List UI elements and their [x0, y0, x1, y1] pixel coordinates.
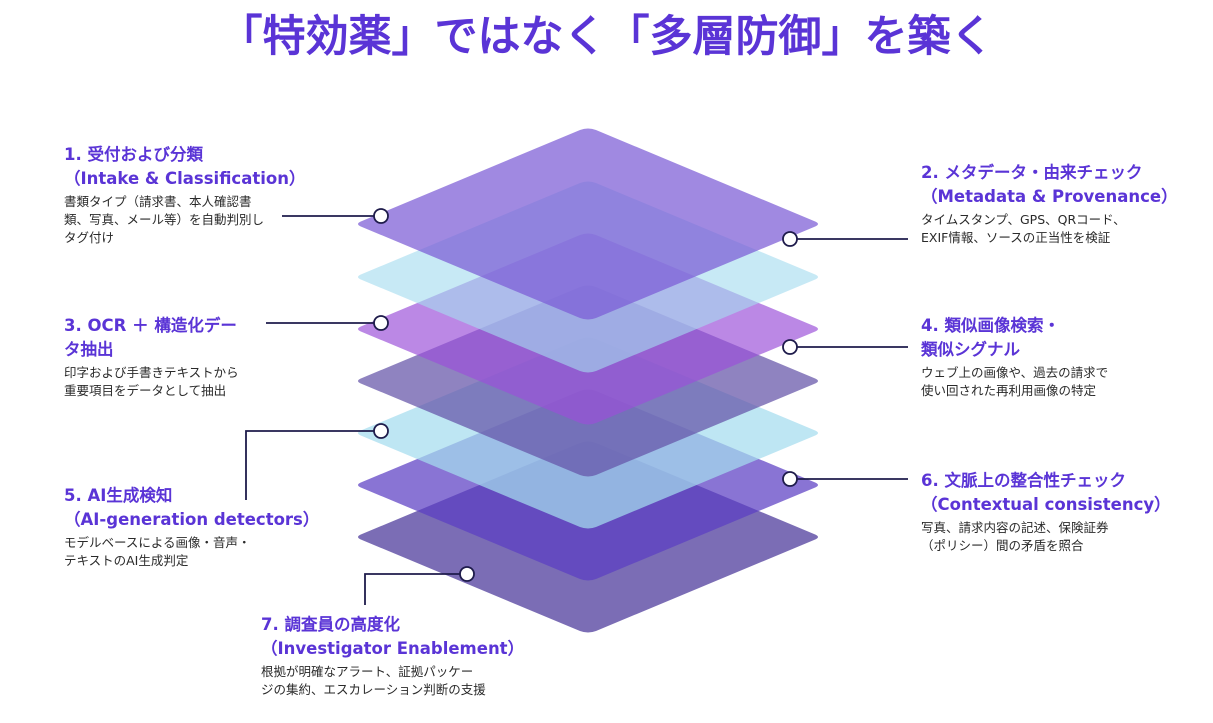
connector-6-dot	[782, 471, 798, 487]
layer-5-description: モデルベースによる画像・音声・ テキストのAI生成判定	[64, 534, 319, 570]
page-title: 「特効薬」ではなく「多層防御」を築く	[219, 12, 994, 62]
layer-2-description: タイムスタンプ、GPS、QRコード、 EXIF情報、ソースの正当性を検証	[921, 211, 1178, 247]
layer-5-desc-line-2: テキストのAI生成判定	[64, 553, 189, 568]
layer-6-heading: 6. 文脈上の整合性チェック	[921, 471, 1126, 490]
layer-5-desc-line-1: モデルベースによる画像・音声・	[64, 535, 251, 550]
layers-group	[358, 128, 818, 633]
layer-3-description: 印字および手書きテキストから 重要項目をデータとして抽出	[64, 364, 239, 400]
connector-5-line	[245, 430, 381, 500]
layer-1-heading: 1. 受付および分類	[64, 145, 203, 164]
layer-4-heading: 4. 類似画像検索・	[921, 316, 1060, 335]
layer-1-desc-line-3: タグ付け	[64, 230, 115, 245]
layer-3-subheading: タ抽出	[64, 340, 114, 359]
layer-7-desc-line-1: 根拠が明確なアラート、証拠パッケー	[261, 664, 474, 679]
layer-2-desc-line-1: タイムスタンプ、GPS、QRコード、	[921, 212, 1126, 227]
layer-3-desc-line-1: 印字および手書きテキストから	[64, 365, 239, 380]
layer-2-subheading: （Metadata & Provenance）	[921, 187, 1178, 206]
layer-6-desc-line-1: 写真、請求内容の記述、保険証券	[921, 520, 1109, 535]
layer-2-desc-line-2: EXIF情報、ソースの正当性を検証	[921, 230, 1111, 245]
connector-7-line	[364, 573, 467, 605]
layer-4-label-block: 4. 類似画像検索・ 類似シグナル ウェブ上の画像や、過去の請求で 使い回された…	[921, 314, 1108, 400]
layer-4-desc-line-2: 使い回された再利用画像の特定	[921, 383, 1097, 398]
layer-6-label-block: 6. 文脈上の整合性チェック （Contextual consistency） …	[921, 469, 1171, 555]
connector-7-dot	[459, 566, 475, 582]
layer-5-label-block: 5. AI生成検知 （AI-generation detectors） モデルベ…	[64, 484, 319, 570]
connector-1-dot	[373, 208, 389, 224]
layer-2-label-block: 2. メタデータ・由来チェック （Metadata & Provenance） …	[921, 161, 1178, 247]
connector-2-dot	[782, 231, 798, 247]
layer-1-desc-line-2: 類、写真、メール等）を自動判別し	[64, 212, 265, 227]
layer-7-desc-line-2: ジの集約、エスカレーション判断の支援	[261, 682, 486, 697]
layer-4-description: ウェブ上の画像や、過去の請求で 使い回された再利用画像の特定	[921, 364, 1108, 400]
layer-1-subheading: （Intake & Classification）	[64, 169, 306, 188]
connector-3-dot	[373, 315, 389, 331]
layer-5-heading: 5. AI生成検知	[64, 486, 173, 505]
layer-7-heading: 7. 調査員の高度化	[261, 615, 400, 634]
layer-7-label-block: 7. 調査員の高度化 （Investigator Enablement） 根拠が…	[261, 613, 524, 699]
layer-5-subheading: （AI-generation detectors）	[64, 510, 320, 529]
layer-7-description: 根拠が明確なアラート、証拠パッケー ジの集約、エスカレーション判断の支援	[261, 663, 524, 699]
layer-4-desc-line-1: ウェブ上の画像や、過去の請求で	[921, 365, 1109, 380]
layer-3-heading: 3. OCR ＋ 構造化デー	[64, 316, 237, 335]
layer-2-heading: 2. メタデータ・由来チェック	[921, 163, 1143, 182]
layer-3-label-block: 3. OCR ＋ 構造化デー タ抽出 印字および手書きテキストから 重要項目をデ…	[64, 314, 239, 400]
connectors-group	[245, 208, 908, 605]
layer-7-subheading: （Investigator Enablement）	[261, 639, 525, 658]
layer-6-description: 写真、請求内容の記述、保険証券 （ポリシー）間の矛盾を照合	[921, 519, 1171, 555]
connector-4-dot	[782, 339, 798, 355]
layer-1-desc-line-1: 書類タイプ（請求書、本人確認書	[64, 194, 252, 209]
layer-6-subheading: （Contextual consistency）	[921, 495, 1171, 514]
layer-4-subheading: 類似シグナル	[921, 340, 1020, 359]
connector-5-dot	[373, 423, 389, 439]
layer-1-label-block: 1. 受付および分類 （Intake & Classification） 書類タ…	[64, 143, 305, 247]
layer-6-desc-line-2: （ポリシー）間の矛盾を照合	[921, 538, 1084, 553]
layer-3-desc-line-2: 重要項目をデータとして抽出	[64, 383, 227, 398]
layer-plate-1	[358, 128, 818, 320]
layer-1-description: 書類タイプ（請求書、本人確認書 類、写真、メール等）を自動判別し タグ付け	[64, 193, 305, 247]
